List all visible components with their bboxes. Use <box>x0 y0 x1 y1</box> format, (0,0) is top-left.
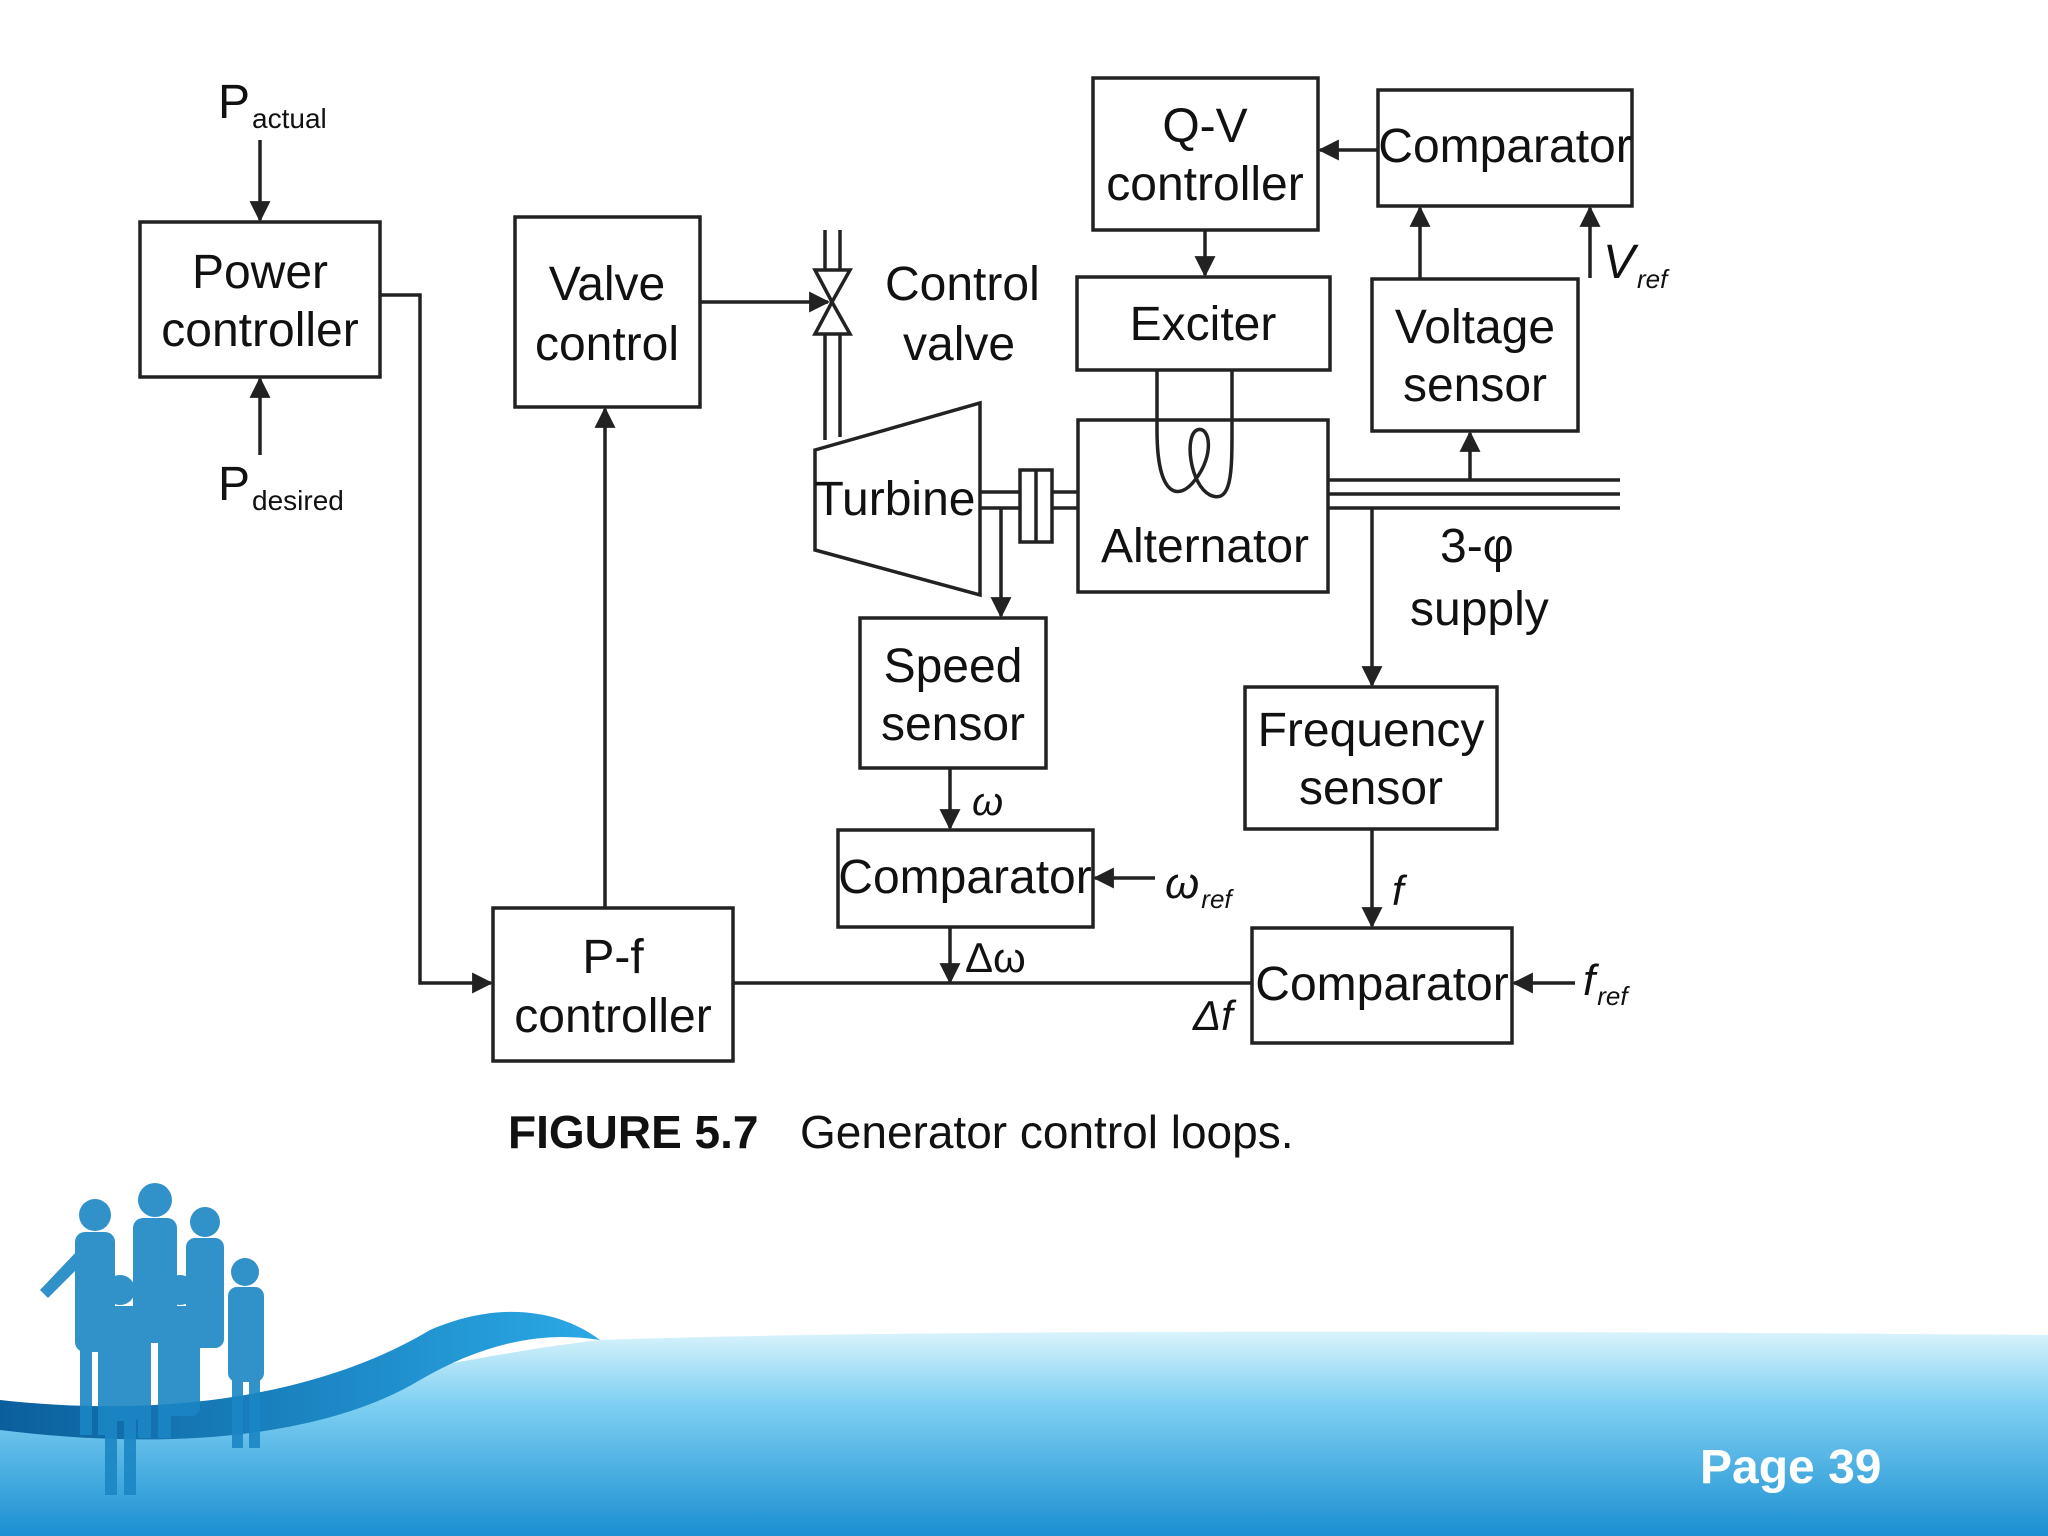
block-label: Q-V <box>1162 100 1247 153</box>
omega-ref-label: ωref <box>1165 859 1234 914</box>
block-label: Comparator <box>1378 120 1631 173</box>
supply-label: 3-φ <box>1440 520 1514 573</box>
block-label: sensor <box>881 698 1025 751</box>
delta-f-label: Δf <box>1192 992 1237 1039</box>
block-label: P-f <box>582 931 644 984</box>
speed-comparator-block: Comparator <box>836 828 1095 929</box>
voltage-sensor-block: Voltage sensor <box>1370 277 1580 433</box>
block-label: Valve <box>549 258 666 311</box>
turbine-block: Turbine <box>813 400 982 598</box>
qv-controller-block: Q-V controller <box>1091 76 1320 232</box>
business-people-silhouette <box>40 1183 264 1495</box>
valve-control-block: Valve control <box>513 215 702 409</box>
p-desired-label: Pdesired <box>218 458 344 516</box>
signal-labels: Pactual Pdesired Control valve Vref 3-φ … <box>218 76 1670 1039</box>
exciter-block: Exciter <box>1075 275 1332 372</box>
block-label: Turbine <box>815 473 976 526</box>
block-label: Comparator <box>1255 958 1508 1011</box>
control-valve-label: valve <box>903 318 1015 371</box>
signal-connections <box>249 139 1601 994</box>
f-ref-label: fref <box>1583 956 1630 1011</box>
block-label: sensor <box>1403 359 1547 412</box>
block-label: controller <box>1106 158 1303 211</box>
block-label: controller <box>161 304 358 357</box>
control-valve-symbol <box>812 230 853 440</box>
block-label: Power <box>192 246 328 299</box>
figure-caption: FIGURE 5.7 Generator control loops. <box>508 1106 1294 1158</box>
pf-controller-block: P-f controller <box>491 906 735 1063</box>
f-label: f <box>1392 867 1408 914</box>
footer-wave <box>0 1311 2048 1536</box>
supply-label: supply <box>1410 583 1549 636</box>
block-label: Exciter <box>1130 298 1277 351</box>
frequency-sensor-block: Frequency sensor <box>1243 685 1499 831</box>
block-label: controller <box>514 990 711 1043</box>
alternator-block: Alternator <box>1076 418 1330 594</box>
frequency-comparator-block: Comparator <box>1250 926 1514 1045</box>
block-label: sensor <box>1299 762 1443 815</box>
voltage-comparator-block: Comparator <box>1376 88 1634 208</box>
three-phase-lines <box>1328 478 1620 510</box>
v-ref-label: Vref <box>1603 236 1670 294</box>
block-label: Speed <box>884 640 1023 693</box>
power-controller-block: Power controller <box>138 220 382 379</box>
block-label: Alternator <box>1101 520 1309 573</box>
delta-omega-label: Δω <box>965 934 1026 981</box>
block-label: Comparator <box>838 851 1091 904</box>
figure-number: FIGURE 5.7 <box>508 1106 759 1158</box>
page-number: Page 39 <box>1700 1441 1882 1494</box>
p-actual-label: Pactual <box>218 76 327 134</box>
figure-title: Generator control loops. <box>800 1106 1294 1158</box>
speed-sensor-block: Speed sensor <box>858 616 1048 770</box>
block-label: Voltage <box>1395 301 1555 354</box>
field-winding <box>1155 370 1234 499</box>
control-valve-label: Control <box>885 258 1040 311</box>
shaft-coupling <box>980 468 1078 544</box>
block-label: control <box>535 318 679 371</box>
block-label: Frequency <box>1258 704 1485 757</box>
omega-label: ω <box>972 780 1003 824</box>
